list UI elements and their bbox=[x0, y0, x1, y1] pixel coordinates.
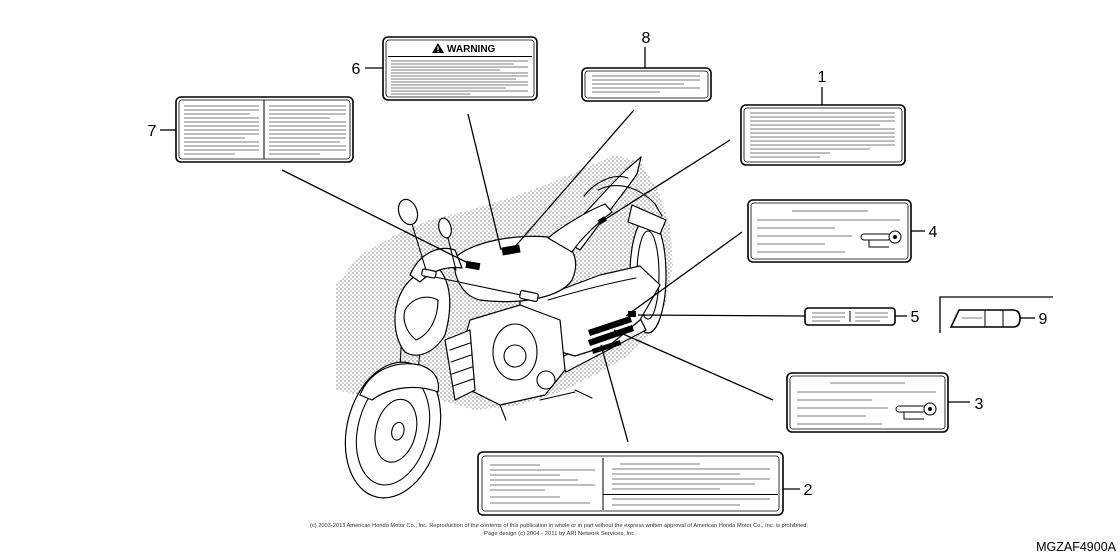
footpeg bbox=[539, 389, 593, 401]
seat-edge bbox=[583, 176, 629, 197]
left-mirror-stalk bbox=[411, 223, 427, 271]
seat bbox=[547, 203, 613, 253]
label-9[interactable] bbox=[949, 309, 1021, 328]
leader-line-5 bbox=[637, 314, 806, 317]
warning-header: WARNING bbox=[447, 44, 496, 55]
label-8[interactable] bbox=[581, 67, 712, 102]
callout-number-6: 6 bbox=[352, 61, 361, 78]
label-2-inner-border bbox=[481, 455, 780, 512]
side-panel-edge bbox=[547, 277, 637, 301]
label-4-inner-border bbox=[750, 202, 909, 260]
frame-label-mark bbox=[628, 311, 636, 317]
front-hub bbox=[391, 421, 405, 441]
callout-number-8: 8 bbox=[642, 30, 651, 47]
label-6-text-lines bbox=[391, 60, 528, 95]
leader-line-6 bbox=[467, 113, 502, 251]
leader-line-3 bbox=[613, 329, 774, 401]
callout-number-7: 7 bbox=[148, 123, 157, 140]
callout-number-4: 4 bbox=[929, 224, 938, 241]
right-grip bbox=[519, 289, 539, 303]
left-mirror bbox=[397, 198, 419, 226]
label-5[interactable] bbox=[804, 307, 896, 326]
label-3-outline bbox=[786, 372, 949, 433]
callout-number-3: 3 bbox=[975, 396, 984, 413]
label-1-text-lines bbox=[750, 112, 895, 158]
tool-pictogram-icon bbox=[860, 230, 902, 248]
callout-number-1: 1 bbox=[818, 69, 827, 86]
radiator bbox=[444, 329, 476, 401]
warning-triangle-icon bbox=[432, 43, 444, 53]
callout-number-9: 9 bbox=[1039, 311, 1048, 328]
diagram-code: MGZAF4900A bbox=[1036, 540, 1117, 554]
right-mirror bbox=[438, 217, 452, 239]
leader-line-8 bbox=[512, 109, 635, 250]
label-3[interactable] bbox=[786, 372, 949, 433]
label-8-text-lines bbox=[592, 75, 700, 93]
leader-line-7 bbox=[281, 169, 477, 268]
side-label-mark bbox=[592, 340, 621, 354]
grab-rail bbox=[597, 185, 663, 217]
engine-cover bbox=[492, 323, 538, 381]
handlebar bbox=[429, 275, 536, 299]
crankcase-cover bbox=[536, 370, 556, 390]
radiator-fins bbox=[449, 342, 474, 387]
label-1-outline bbox=[740, 104, 906, 166]
seat-label-mark bbox=[597, 216, 607, 225]
label-2-text-lines bbox=[490, 463, 770, 506]
label-7-text-lines bbox=[184, 105, 346, 155]
left-grip bbox=[421, 268, 437, 279]
motorcycle-illustration bbox=[336, 155, 673, 499]
leader-lines bbox=[281, 109, 806, 443]
front-fender bbox=[359, 363, 440, 401]
label-7[interactable] bbox=[175, 96, 354, 163]
label-6[interactable]: WARNING bbox=[382, 36, 538, 101]
leader-line-1 bbox=[603, 139, 731, 221]
label-8-inner-border bbox=[584, 70, 709, 99]
copyright-line-2: Page design (c) 2004 - 2011 by ARI Netwo… bbox=[484, 531, 636, 537]
side-label-mark bbox=[588, 325, 634, 346]
tank-label-mark bbox=[501, 244, 521, 256]
side-label-mark bbox=[588, 316, 632, 336]
callout-number-2: 2 bbox=[804, 482, 813, 499]
headlight bbox=[403, 296, 439, 341]
callout-number-5: 5 bbox=[911, 309, 920, 326]
label-1[interactable] bbox=[740, 104, 906, 166]
leader-line-2 bbox=[600, 344, 629, 443]
label-4[interactable] bbox=[747, 199, 912, 263]
copyright-line-1: (c) 2003-2013 American Honda Motor Co., … bbox=[310, 523, 808, 529]
label-1-inner-border bbox=[743, 107, 903, 163]
tool-pictogram-icon bbox=[895, 402, 937, 420]
label-3-text-lines bbox=[797, 382, 936, 425]
rear-fender bbox=[627, 204, 667, 235]
fuel-tank bbox=[453, 235, 577, 303]
label-4-text-lines bbox=[757, 210, 900, 253]
leader-line-4 bbox=[625, 231, 743, 317]
label-9-bracket bbox=[939, 296, 1053, 333]
brake-disc bbox=[374, 398, 418, 463]
right-mirror-stalk bbox=[447, 237, 457, 271]
engine bbox=[459, 304, 566, 406]
label-3-inner-border bbox=[789, 375, 946, 430]
label-2[interactable] bbox=[477, 451, 784, 516]
label-4-outline bbox=[747, 199, 912, 263]
label-5-text-lines bbox=[812, 312, 888, 322]
engine-cover-center bbox=[503, 344, 527, 368]
label-6-inner-border bbox=[385, 39, 535, 98]
side-stand bbox=[499, 404, 507, 421]
label-9-group bbox=[939, 296, 1053, 333]
